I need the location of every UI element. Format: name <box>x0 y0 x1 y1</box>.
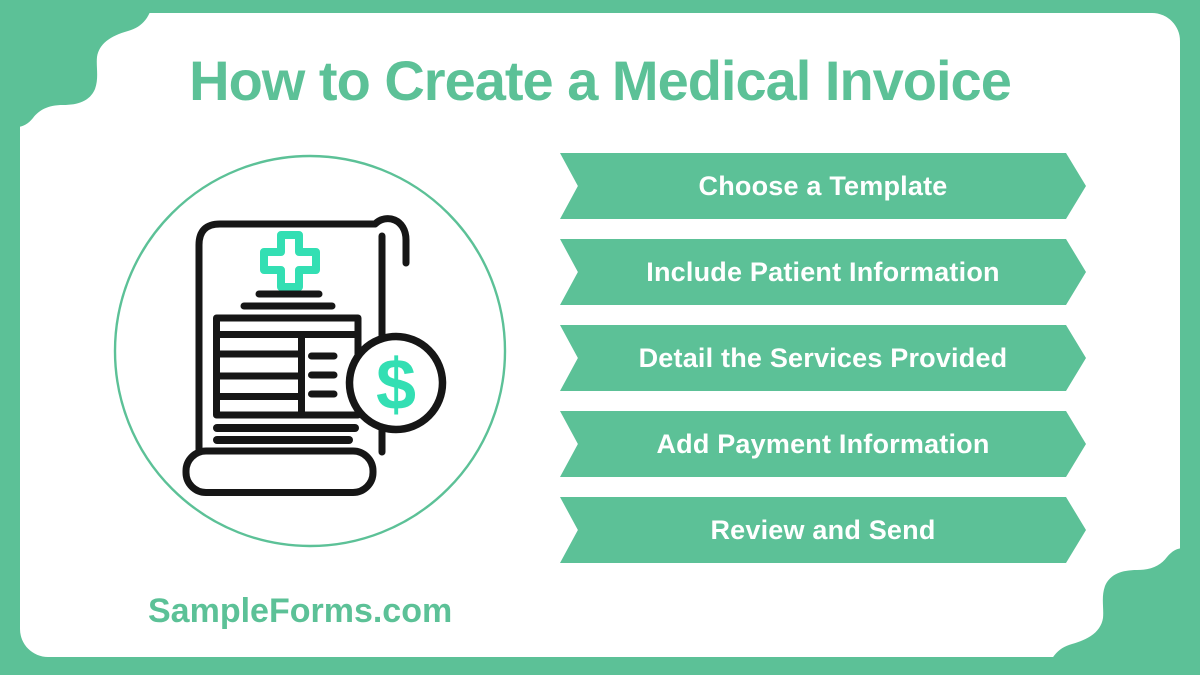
step-banner-5: Review and Send <box>560 497 1086 563</box>
step-label-2: Include Patient Information <box>646 256 1000 287</box>
step-banner-3: Detail the Services Provided <box>560 325 1086 391</box>
step-label-5: Review and Send <box>710 514 936 545</box>
step-banner-1: Choose a Template <box>560 153 1086 219</box>
brand-wordmark: SampleForms.com <box>148 592 453 630</box>
page-title: How to Create a Medical Invoice <box>189 49 1012 112</box>
steps-list: Choose a Template Include Patient Inform… <box>560 153 1086 583</box>
step-label-4: Add Payment Information <box>656 428 990 459</box>
step-label-3: Detail the Services Provided <box>638 342 1008 373</box>
step-banner-4: Add Payment Information <box>560 411 1086 477</box>
step-banner-2: Include Patient Information <box>560 239 1086 305</box>
step-label-1: Choose a Template <box>698 170 948 201</box>
